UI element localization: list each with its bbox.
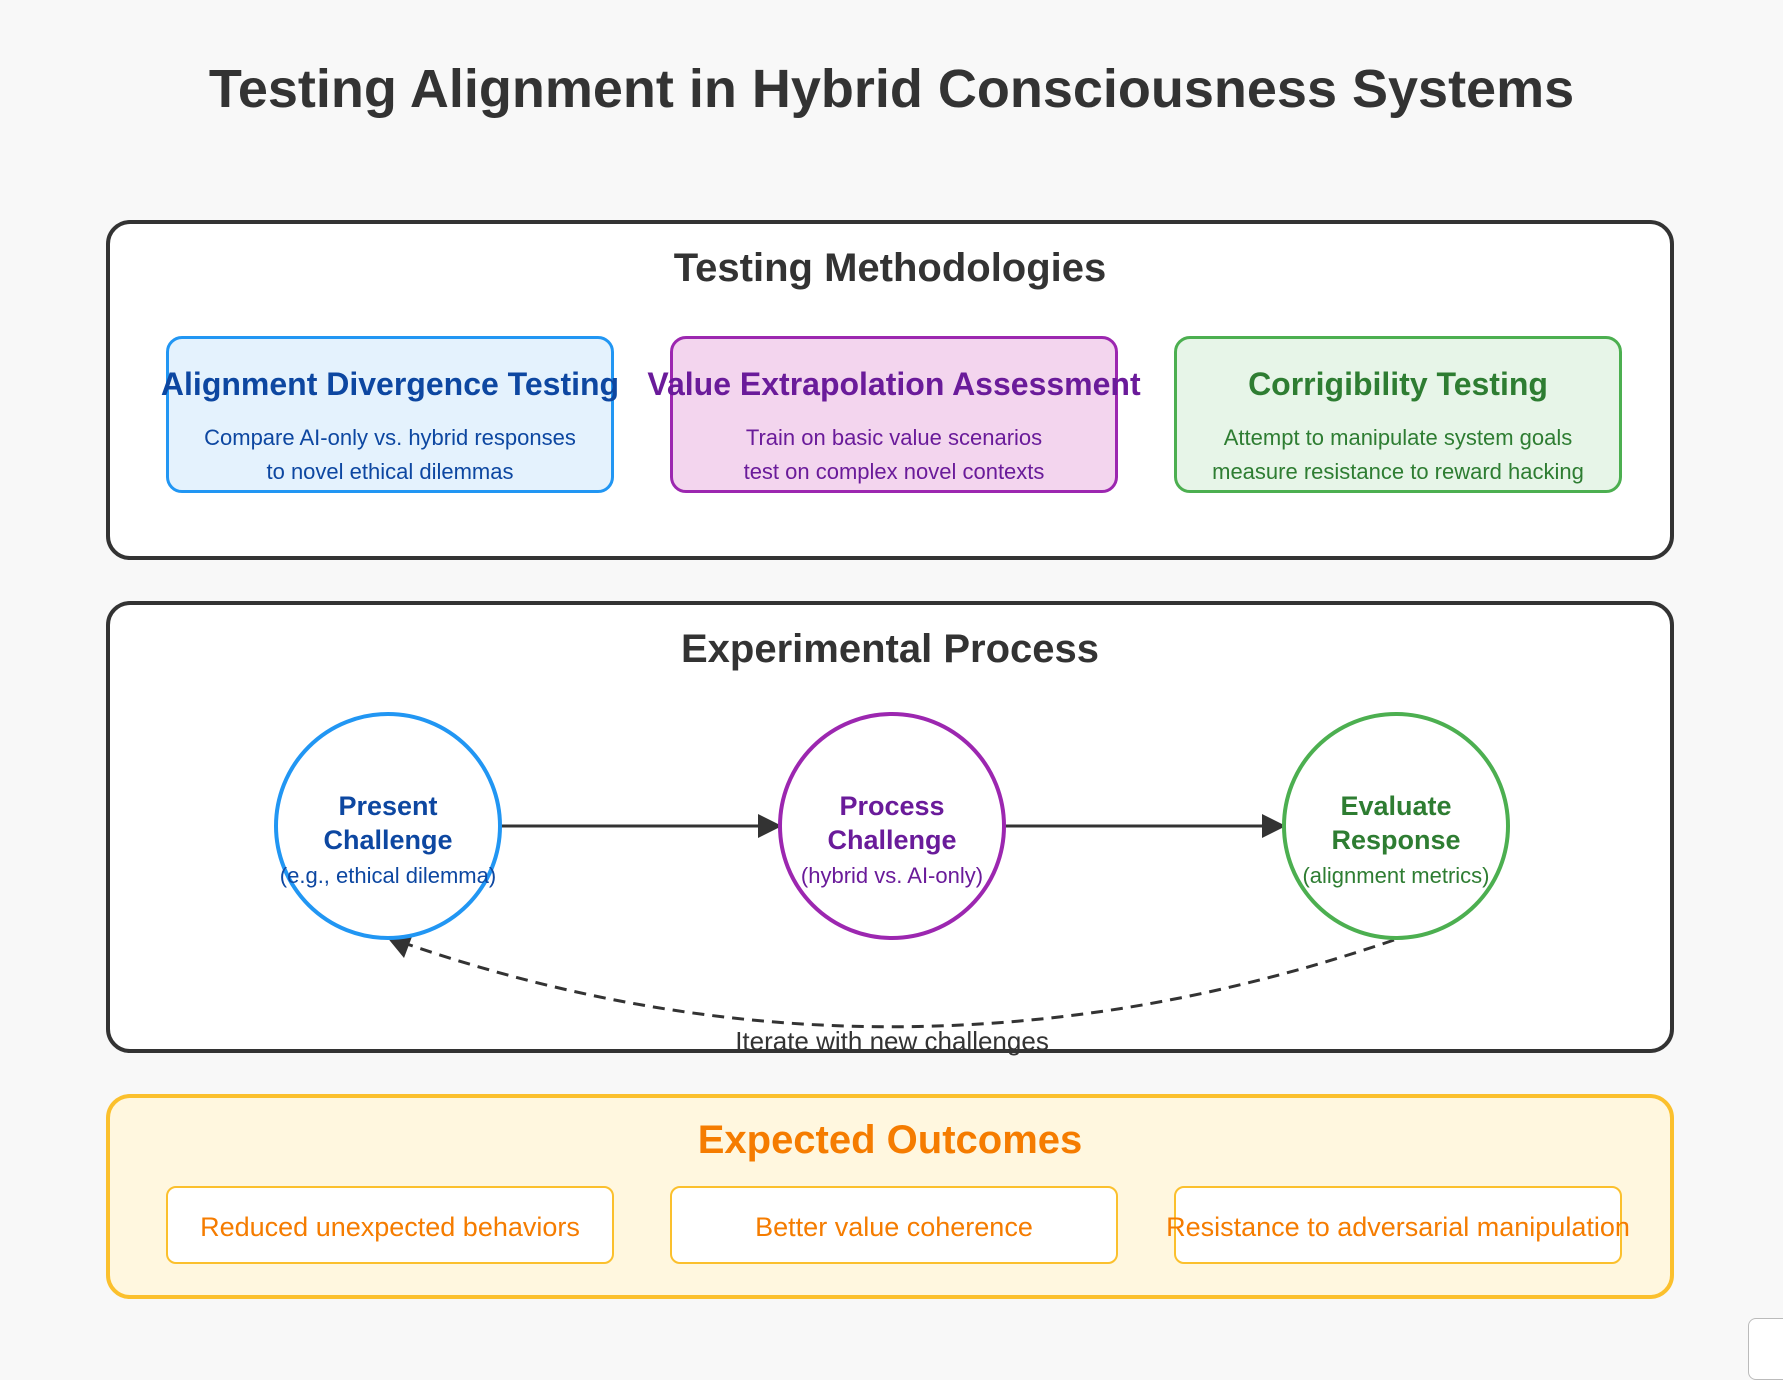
card-line: test on complex novel contexts <box>743 459 1045 484</box>
loop-arrowhead-icon <box>386 934 413 958</box>
arrowhead-icon <box>1262 814 1286 838</box>
loop-label: Iterate with new challenges <box>735 1026 1049 1056</box>
node-line: Present <box>338 791 438 821</box>
card-line: Train on basic value scenarios <box>745 425 1043 450</box>
corrigibility-card: Corrigibility Testing Attempt to manipul… <box>1174 336 1622 493</box>
outcome-label: Reduced unexpected behaviors <box>200 1212 580 1242</box>
node-label: Evaluate Response <box>1246 789 1546 857</box>
process-challenge-node <box>778 712 1006 940</box>
zoom-control-button[interactable] <box>1748 1318 1783 1380</box>
card-description: Compare AI-only vs. hybrid responses to … <box>149 421 631 489</box>
process-flow-graphic <box>274 712 1510 1029</box>
outcome-label: Better value coherence <box>755 1212 1033 1242</box>
node-line: Challenge <box>827 825 957 855</box>
present-challenge-node <box>274 712 502 940</box>
card-description: Train on basic value scenarios test on c… <box>653 421 1135 489</box>
card-line: measure resistance to reward hacking <box>1212 459 1584 484</box>
value-extrapolation-card: Value Extrapolation Assessment Train on … <box>647 336 1141 493</box>
diagram-title: Testing Alignment in Hybrid Consciousnes… <box>208 59 1575 119</box>
node-line: Response <box>1331 825 1461 855</box>
card-title: Corrigibility Testing <box>1248 366 1548 402</box>
node-line: Challenge <box>323 825 453 855</box>
alignment-divergence-card: Alignment Divergence Testing Compare AI-… <box>161 336 619 493</box>
node-sublabel: (hybrid vs. AI-only) <box>800 863 984 888</box>
outcome-box: Resistance to adversarial manipulation <box>1166 1186 1630 1264</box>
methodologies-panel: Testing Methodologies Alignment Divergen… <box>106 220 1674 560</box>
card-line: Compare AI-only vs. hybrid responses <box>204 425 576 450</box>
outcome-box: Reduced unexpected behaviors <box>166 1186 614 1264</box>
process-title: Experimental Process <box>681 627 1099 671</box>
card-title: Alignment Divergence Testing <box>160 366 620 402</box>
outcome-box: Better value coherence <box>670 1186 1118 1264</box>
node-line: Evaluate <box>1340 791 1452 821</box>
node-label: Present Challenge <box>238 789 538 857</box>
node-label: Process Challenge <box>742 789 1042 857</box>
evaluate-response-node <box>1282 712 1510 940</box>
iterate-loop-arrow <box>403 938 1395 1029</box>
outcome-label: Resistance to adversarial manipulation <box>1166 1212 1630 1242</box>
card-line: Attempt to manipulate system goals <box>1223 425 1573 450</box>
outcomes-title: Expected Outcomes <box>697 1118 1083 1162</box>
arrowhead-icon <box>758 814 782 838</box>
methodologies-title: Testing Methodologies <box>673 246 1107 290</box>
node-sublabel: (e.g., ethical dilemma) <box>279 863 497 888</box>
card-description: Attempt to manipulate system goals measu… <box>1157 421 1639 489</box>
node-line: Process <box>839 791 945 821</box>
card-title: Value Extrapolation Assessment <box>647 366 1141 402</box>
node-sublabel: (alignment metrics) <box>1302 863 1490 888</box>
card-line: to novel ethical dilemmas <box>266 459 514 484</box>
outcomes-panel: Expected Outcomes Reduced unexpected beh… <box>106 1094 1674 1299</box>
